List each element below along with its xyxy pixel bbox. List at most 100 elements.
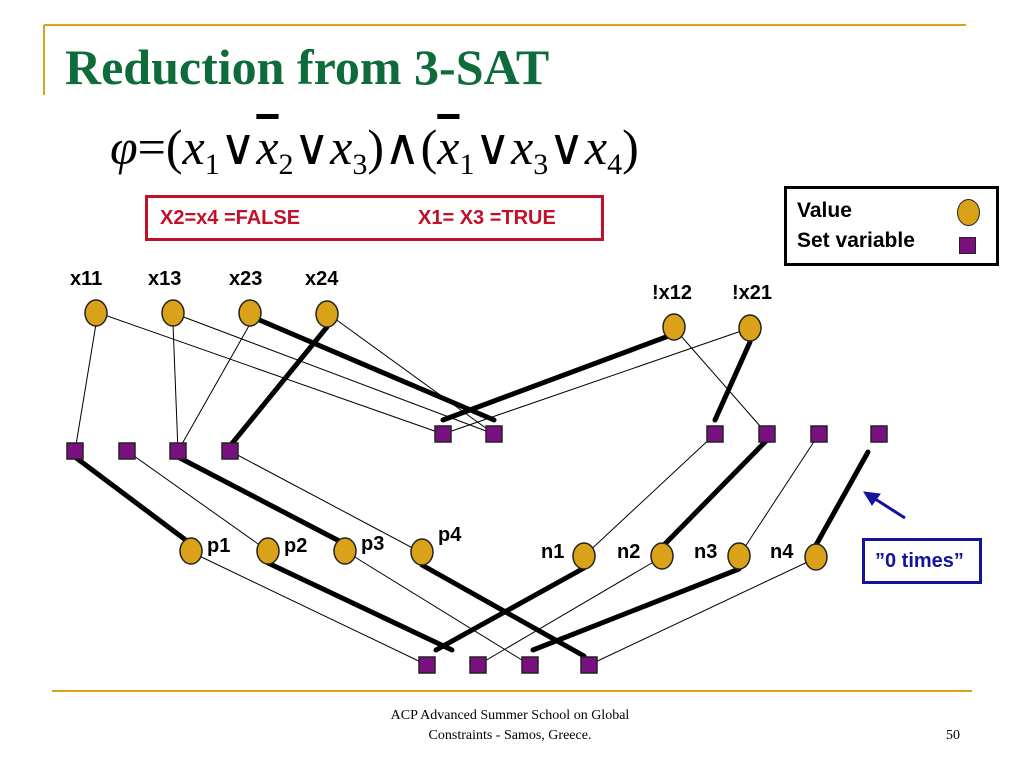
- edge-thick: [433, 565, 587, 653]
- node-label-n4: n4: [770, 541, 794, 563]
- false-assignment: X2=x4 =FALSE: [160, 207, 301, 229]
- edge-thin: [588, 557, 817, 666]
- edge-thick: [712, 339, 753, 423]
- formula-paren: (: [420, 119, 438, 175]
- thin-edges: [74, 311, 820, 666]
- set-var-node: [706, 425, 724, 443]
- assignment-box: X2=x4 =FALSE X1= X3 =TRUE: [145, 195, 604, 241]
- legend-value-label: Value: [797, 199, 852, 222]
- formula-or: ∨: [548, 119, 585, 175]
- edge-thick: [175, 454, 348, 547]
- set-var-node: [810, 425, 828, 443]
- edge-thin: [477, 556, 663, 666]
- legend-set-variable-swatch: [959, 237, 976, 254]
- edge-thick: [227, 324, 330, 449]
- formula-var: x: [330, 119, 353, 175]
- node-label-n3: n3: [694, 541, 717, 563]
- formula-eq: =: [137, 119, 166, 175]
- node-labels: x11 x13 x23 x24 !x12 !x21 p1 p2 p3 p4 n1…: [70, 268, 794, 563]
- footer-line-2: Constraints - Samos, Greece.: [428, 728, 592, 743]
- thick-edges: [72, 313, 871, 659]
- edge-thin: [172, 312, 495, 435]
- value-node-nx12: [662, 313, 686, 341]
- set-var-node: [221, 442, 239, 460]
- formula-sub: 3: [352, 148, 368, 181]
- formula-phi: φ: [110, 119, 138, 175]
- footer-line-1: ACP Advanced Summer School on Global: [390, 708, 630, 723]
- node-label-nx12: !x12: [652, 282, 692, 304]
- node-label-n1: n1: [541, 541, 564, 563]
- value-node-nx21: [738, 314, 762, 342]
- value-node-p1: [179, 537, 203, 565]
- set-var-node: [469, 656, 487, 674]
- edge-thick: [265, 560, 455, 653]
- slide-title: Reduction from 3-SAT: [65, 39, 550, 95]
- value-node-n1: [572, 542, 596, 570]
- formula-paren: ): [622, 119, 639, 175]
- set-var-node: [66, 442, 84, 460]
- node-label-nx21: !x21: [732, 282, 772, 304]
- edge-thin: [442, 327, 751, 435]
- formula-sub: 1: [459, 148, 475, 181]
- edge-thin: [95, 311, 444, 435]
- legend: Value Set variable: [784, 186, 999, 266]
- edge-thick: [813, 449, 871, 548]
- edge-thick: [659, 437, 770, 550]
- formula-sub: 2: [278, 148, 294, 181]
- node-label-p4: p4: [438, 524, 462, 546]
- node-label-p2: p2: [284, 535, 307, 557]
- edge-thin: [177, 323, 251, 452]
- true-assignment: X1= X3 =TRUE: [418, 207, 556, 229]
- value-node-n2: [650, 542, 674, 570]
- set-var-node: [580, 656, 598, 674]
- value-node-p4: [410, 538, 434, 566]
- node-label-n2: n2: [617, 541, 640, 563]
- formula-var: x: [182, 119, 205, 175]
- formula-or: ∨: [293, 119, 331, 175]
- edge-thick: [72, 454, 194, 547]
- value-node-n4: [804, 543, 828, 571]
- edge-thin: [229, 450, 423, 554]
- node-label-x23: x23: [229, 268, 262, 290]
- value-node-x23: [238, 299, 262, 327]
- formula-var-negated: x: [256, 119, 279, 175]
- node-label-x24: x24: [305, 268, 339, 290]
- zero-times-label: ”0 times”: [875, 550, 964, 572]
- edge-thick: [440, 331, 677, 423]
- edge-thin: [74, 323, 97, 452]
- zero-times-arrow: [863, 491, 906, 520]
- formula-sub: 4: [607, 148, 623, 181]
- formula-and: ∧: [384, 119, 421, 175]
- formula-paren: (: [165, 119, 183, 175]
- value-node-x13: [161, 299, 185, 327]
- page-number: 50: [946, 728, 960, 743]
- edge-thin: [738, 433, 820, 557]
- edge-thin: [126, 450, 269, 552]
- node-label-p1: p1: [207, 535, 230, 557]
- set-var-node: [169, 442, 187, 460]
- formula-or: ∨: [219, 119, 257, 175]
- edge-thick: [530, 566, 742, 653]
- arrow-shaft: [871, 495, 906, 520]
- formula-var-negated: x: [437, 119, 460, 175]
- set-var-node: [418, 656, 436, 674]
- slide-decorations: [43, 24, 972, 692]
- edge-thin: [326, 312, 495, 435]
- edge-thin: [190, 551, 428, 666]
- value-node-x11: [84, 299, 108, 327]
- set-var-node: [521, 656, 539, 674]
- legend-set-variable-label: Set variable: [797, 229, 915, 252]
- value-node-p2: [256, 537, 280, 565]
- edge-thin: [344, 550, 531, 666]
- edge-thin: [172, 323, 179, 452]
- set-var-node: [485, 425, 503, 443]
- set-variable-nodes: [66, 425, 888, 674]
- set-var-node: [758, 425, 776, 443]
- formula-var: x: [584, 119, 608, 175]
- value-node-p3: [333, 537, 357, 565]
- footer: ACP Advanced Summer School on Global Con…: [340, 706, 680, 746]
- value-node-x24: [315, 300, 339, 328]
- zero-times-box: ”0 times”: [862, 538, 982, 584]
- formula-sub: 3: [533, 148, 549, 181]
